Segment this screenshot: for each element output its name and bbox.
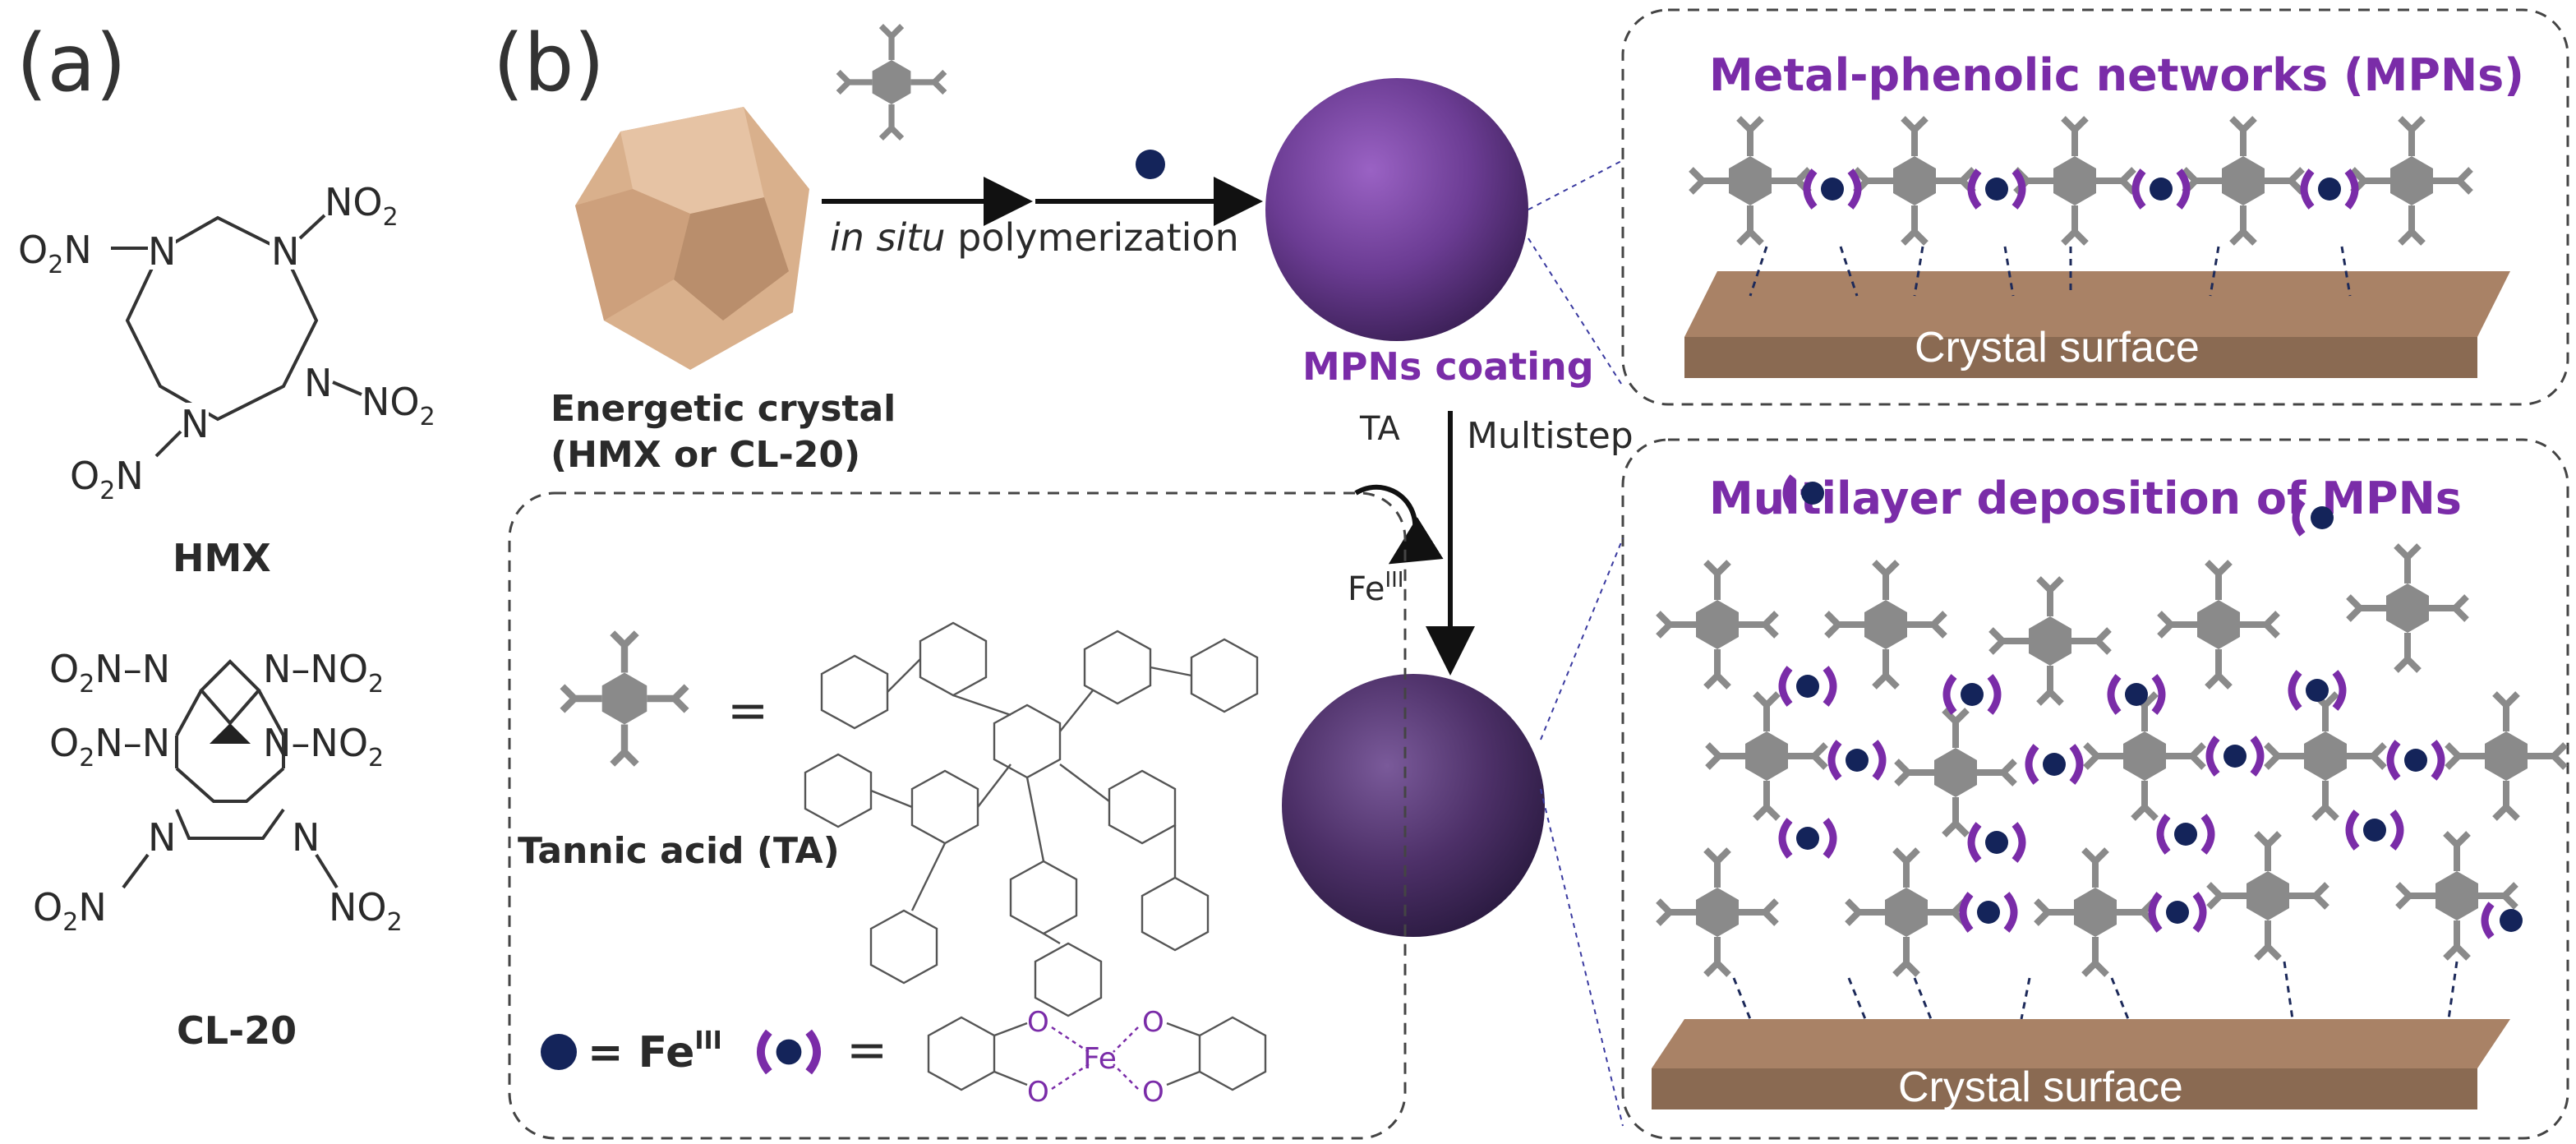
hmx-name: HMX bbox=[173, 536, 271, 580]
mpn-chain bbox=[1691, 118, 2471, 297]
legend-fe-label: = FeIII bbox=[588, 1026, 722, 1077]
mpn-coating-label: MPNs coating bbox=[1302, 344, 1594, 389]
hmx-nitro-4: O2N bbox=[70, 454, 144, 505]
hmx-nitro-1: O2N bbox=[18, 228, 92, 279]
cl20-n5: N bbox=[148, 815, 176, 860]
hmx-n2: N bbox=[271, 229, 299, 274]
mpn-box-title: Metal-phenolic networks (MPNs) bbox=[1709, 49, 2524, 101]
cl20-nitro-3: O2N–N bbox=[49, 721, 170, 773]
fe-catecholate-structure: O O O O Fe bbox=[927, 1006, 1267, 1109]
hmx-nitro-3: NO2 bbox=[362, 380, 435, 431]
cl20-nitro-6: NO2 bbox=[329, 885, 403, 937]
cycle-ta-label: TA bbox=[1359, 410, 1400, 448]
complex-o1: O bbox=[1027, 1006, 1049, 1039]
mpn-coated-particle bbox=[1265, 78, 1528, 341]
multilayer-title: Multilayer deposition of MPNs bbox=[1709, 473, 2462, 524]
crystal-caption-2: (HMX or CL-20) bbox=[551, 434, 860, 476]
cl20-structure: O2N–N N–NO2 O2N–N N–NO2 N N O2N NO2 CL-2… bbox=[33, 647, 403, 1053]
crystal-surface-top bbox=[1684, 271, 2510, 378]
complex-o2: O bbox=[1027, 1076, 1049, 1109]
complex-o4: O bbox=[1142, 1076, 1164, 1109]
multistep-label: Multistep bbox=[1467, 415, 1634, 457]
multilayer-particle bbox=[1282, 674, 1545, 937]
cl20-nitro-1: O2N–N bbox=[49, 647, 170, 699]
crystal-caption-1: Energetic crystal bbox=[551, 388, 896, 430]
legend-complex-icon bbox=[761, 1032, 817, 1072]
ta-icon-arrow bbox=[838, 26, 945, 139]
hmx-n3: N bbox=[304, 361, 332, 405]
legend-ta-equals: = bbox=[727, 682, 768, 740]
cl20-n6: N bbox=[292, 815, 320, 860]
step-label: in situ polymerization bbox=[830, 215, 1239, 260]
legend-ta-icon bbox=[562, 633, 686, 764]
energetic-crystal bbox=[575, 107, 809, 370]
hmx-n1: N bbox=[148, 229, 176, 274]
cycle-fe-label: FeIII bbox=[1348, 568, 1403, 608]
surface-label-bottom: Crystal surface bbox=[1898, 1063, 2183, 1111]
multilayer-network bbox=[1658, 477, 2565, 1020]
multilayer-box bbox=[1621, 438, 2569, 1140]
cl20-nitro-4: N–NO2 bbox=[263, 721, 384, 773]
hmx-n4: N bbox=[181, 402, 209, 446]
complex-o3: O bbox=[1142, 1006, 1164, 1039]
crystal-surface-bottom bbox=[1652, 1019, 2510, 1109]
mpn-box bbox=[1621, 8, 2569, 406]
cycle-arrow bbox=[1354, 484, 1444, 565]
cl20-nitro-5: O2N bbox=[33, 885, 107, 937]
cl20-nitro-2: N–NO2 bbox=[263, 647, 384, 699]
hmx-nitro-2: NO2 bbox=[325, 180, 399, 232]
tannic-acid-structure bbox=[804, 621, 1259, 1017]
panel-label-b: (b) bbox=[493, 17, 605, 109]
hmx-structure: N N N N O2N NO2 NO2 O2N HMX bbox=[18, 180, 435, 580]
legend-complex-equals: = bbox=[846, 1022, 887, 1079]
cl20-name: CL-20 bbox=[177, 1008, 297, 1053]
surface-label-top: Crystal surface bbox=[1915, 324, 2200, 371]
legend-ta-label: Tannic acid (TA) bbox=[518, 830, 840, 872]
legend-box bbox=[508, 491, 1407, 1140]
panel-label-a: (a) bbox=[16, 17, 127, 109]
complex-fe: Fe bbox=[1083, 1042, 1117, 1076]
legend-fe-dot bbox=[541, 1034, 577, 1070]
fe-dot-arrow bbox=[1136, 150, 1165, 179]
